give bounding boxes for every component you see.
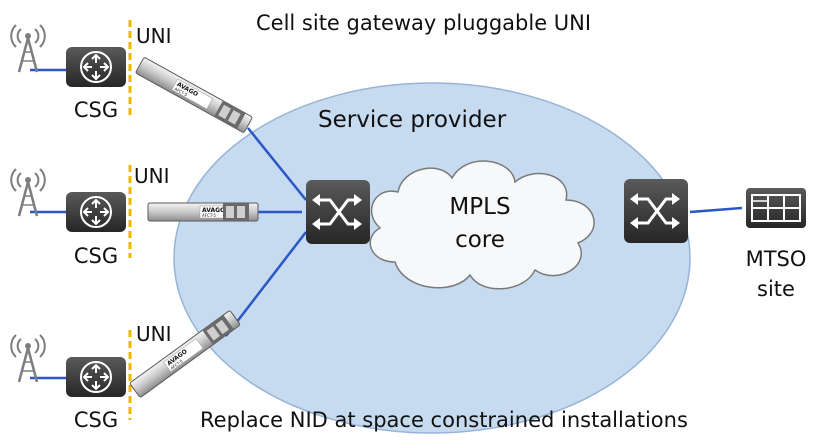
mpls-core-label: MPLS xyxy=(449,194,510,220)
service-provider-label: Service provider xyxy=(318,107,507,133)
cell-tower-icon xyxy=(9,23,47,74)
uni-label: UNI xyxy=(136,24,172,48)
csg-router-icon xyxy=(65,191,127,233)
cell-tower-icon xyxy=(9,333,47,384)
sfp-model-label: AFCT-5 xyxy=(174,86,189,97)
diagram-title: Cell site gateway pluggable UNI xyxy=(256,11,591,35)
csg-router-icon xyxy=(65,46,127,88)
csg-label: CSG xyxy=(74,98,118,122)
mpls-core-label: core xyxy=(455,227,505,253)
edge-switch-icon xyxy=(304,178,372,246)
csg-router-icon xyxy=(65,356,127,398)
sfp-module-icon: AVAGO AFCT-5 xyxy=(135,57,253,133)
mtso-label: MTSO xyxy=(746,247,807,271)
mtso-label: site xyxy=(757,277,795,301)
uni-label: UNI xyxy=(134,164,170,188)
diagram-footer: Replace NID at space constrained install… xyxy=(200,408,688,432)
uni-label: UNI xyxy=(136,322,172,346)
sfp-module-icon: AVAGO AFCT-5 xyxy=(129,310,241,398)
mtso-site-icon xyxy=(746,188,806,228)
csg-label: CSG xyxy=(74,408,118,432)
sfp-brand-label: AVAGO xyxy=(202,207,225,214)
sfp-module-icon: AVAGO AFCT-5 xyxy=(147,202,259,222)
mpls-core-cloud xyxy=(369,160,595,290)
csg-label: CSG xyxy=(74,244,118,268)
sfp-model-label: AFCT-5 xyxy=(202,213,216,218)
core-switch-icon xyxy=(622,177,690,245)
cell-tower-icon xyxy=(9,167,47,218)
